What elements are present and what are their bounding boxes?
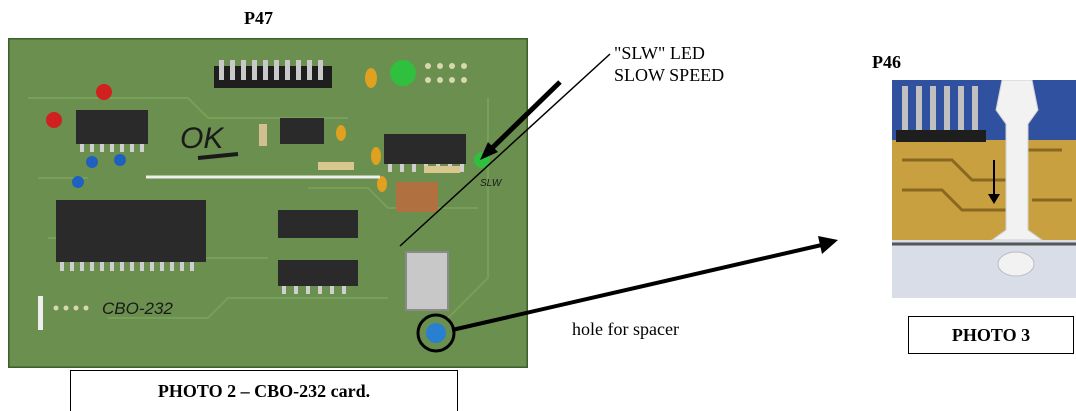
slw-led-callout: "SLW" LED SLOW SPEED	[614, 42, 724, 86]
header-pins-closeup	[902, 86, 978, 136]
photo2-board-image: OK SLW CBO-232	[8, 38, 528, 368]
ic-chip	[278, 260, 358, 286]
resistor	[259, 124, 267, 146]
led-silk-label: SLW	[480, 178, 503, 189]
slw-arrow	[486, 80, 562, 154]
ic-chip	[76, 110, 148, 144]
slw-led-line2: SLOW SPEED	[614, 65, 725, 85]
capacitor-blue	[86, 156, 98, 168]
ok-mark: OK	[180, 122, 225, 155]
ic-chip	[280, 118, 324, 144]
ic-large	[56, 200, 206, 262]
capacitor-blue	[72, 176, 84, 188]
capacitor-yellow	[371, 147, 381, 165]
crystal	[405, 251, 449, 311]
led-red	[96, 84, 112, 100]
capacitor-yellow	[377, 176, 387, 192]
spacer-hole	[426, 323, 446, 343]
photo3-ref-label: P46	[872, 52, 901, 72]
spacer-bottom	[997, 251, 1035, 277]
slw-pointer-line	[399, 53, 611, 247]
capacitor-blue	[114, 154, 126, 166]
resistor	[424, 166, 460, 173]
slw-led-line1: "SLW" LED	[614, 43, 705, 63]
hole-arrow	[451, 242, 827, 332]
hole-for-spacer-label: hole for spacer	[572, 319, 679, 339]
resistor	[318, 162, 354, 170]
pad-row	[425, 63, 467, 83]
header-pins	[219, 60, 323, 80]
capacitor-yellow	[365, 68, 377, 88]
photo2-ref-label: P47	[244, 8, 273, 28]
relay	[396, 182, 438, 212]
led-green-top	[390, 60, 416, 86]
led-red	[46, 112, 62, 128]
board-name-silk: CBO-232	[102, 299, 173, 318]
capacitor-yellow	[336, 125, 346, 141]
ic-chip	[384, 134, 466, 164]
photo2-caption: PHOTO 2 – CBO-232 card.	[70, 370, 458, 411]
photo3-caption: PHOTO 3	[908, 316, 1074, 354]
ic-chip	[278, 210, 358, 238]
photo3-spacer-image	[892, 80, 1076, 298]
hole-highlight-circle	[416, 313, 456, 353]
